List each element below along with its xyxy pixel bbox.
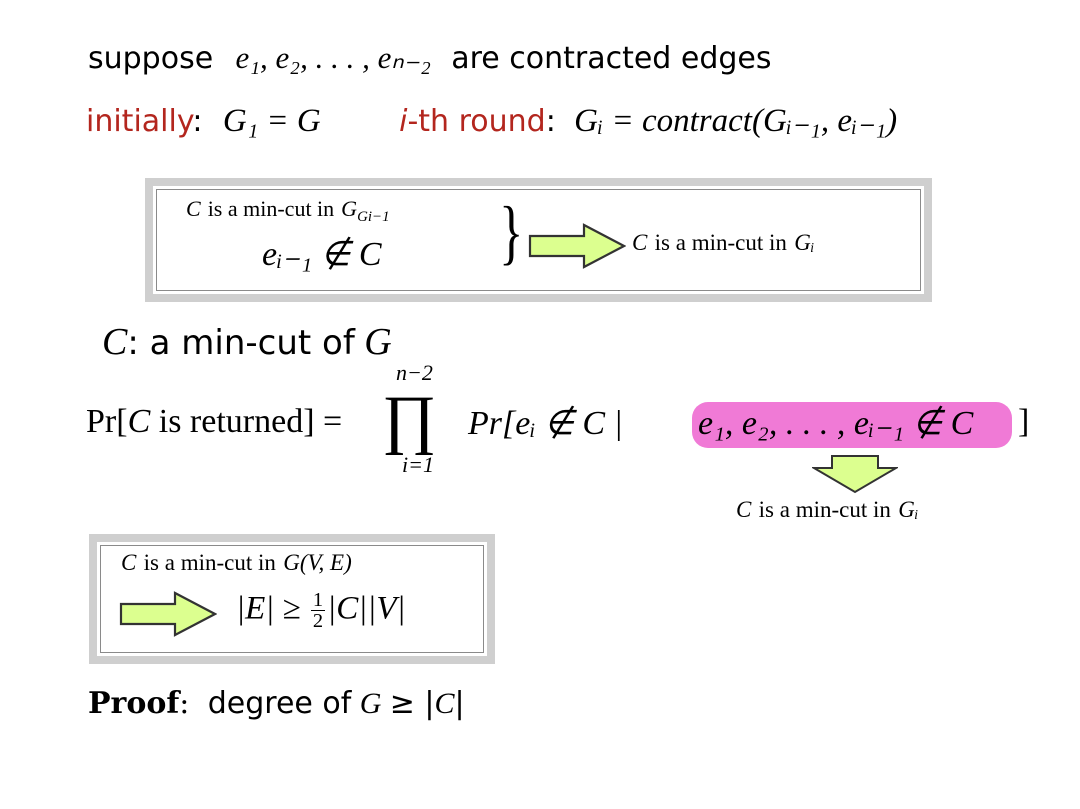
down-arrow-icon	[812, 455, 898, 494]
contract-math: Gᵢ = contract(Gᵢ₋₁, eᵢ₋₁)	[574, 103, 898, 139]
line-rounds: initially: G₁ = G i-th round: Gᵢ = contr…	[86, 103, 898, 139]
round-label: i-th round	[399, 104, 546, 139]
edges-math: e₁, e₂, . . . , eₙ₋₂	[235, 40, 431, 75]
formula-close-bracket: ]	[1018, 403, 1030, 440]
lemma-box-edge-bound	[89, 534, 495, 664]
formula-left: Pr[C is returned] =	[86, 403, 343, 440]
proof-line: Proof: degree of G ≥ |C|	[88, 686, 465, 721]
product-lower-limit: i=1	[402, 452, 434, 477]
right-arrow-icon	[528, 223, 626, 269]
suppose-word: suppose	[88, 41, 214, 76]
highlighted-condition-text: e₁, e₂, . . . , eᵢ₋₁ ∉ C	[698, 405, 974, 442]
line-suppose: suppose e₁, e₂, . . . , eₙ₋₂ are contrac…	[88, 40, 772, 76]
right-brace: }	[499, 192, 524, 272]
box2-line1: C is a min-cut in G(V, E)	[121, 550, 352, 575]
arrow-note: C is a min-cut in Gᵢ	[736, 497, 919, 522]
initial-graph-math: G₁ = G	[222, 103, 321, 139]
box1-result: C is a min-cut in Gᵢ	[632, 230, 815, 255]
lemma-box-edge-bound-inner	[100, 545, 484, 653]
product-upper-limit: n−2	[396, 360, 433, 385]
proof-label: Proof	[88, 686, 180, 721]
right-arrow-icon	[119, 591, 217, 637]
box1-cond1: C is a min-cut in GGi−1	[186, 196, 390, 225]
initially-label: initially	[86, 104, 193, 139]
contracted-edges-text: are contracted edges	[451, 41, 772, 76]
lemma-box-contraction-inner	[156, 189, 921, 291]
min-cut-definition: C: a min-cut of G	[102, 321, 392, 363]
formula-conditional: Pr[eᵢ ∉ C |	[468, 405, 623, 442]
lemma-box-contraction	[145, 178, 932, 302]
product-symbol: ∏	[382, 383, 437, 456]
highlighted-condition	[692, 402, 1012, 448]
box1-cond2: eᵢ₋₁ ∉ C	[262, 236, 382, 273]
